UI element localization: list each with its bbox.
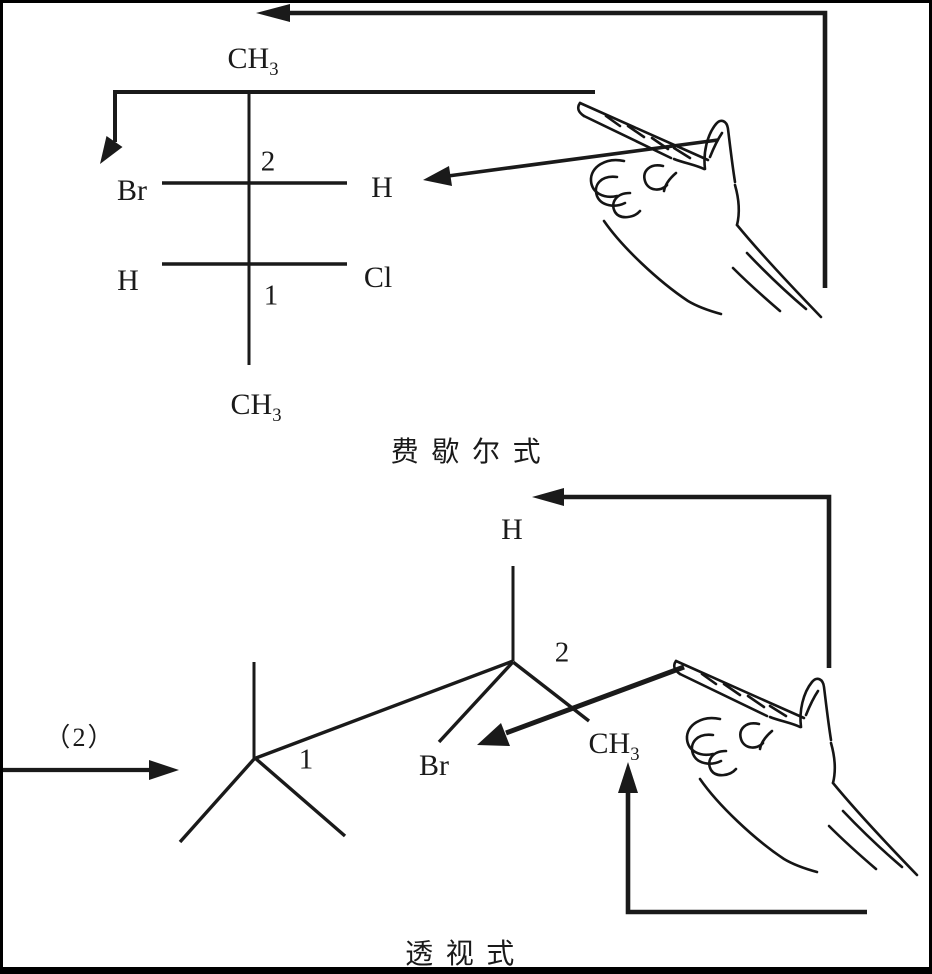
fischer-cl-label: Cl (363, 261, 393, 294)
fischer-caption: 费歇尔式 (390, 437, 554, 468)
border-right (929, 0, 932, 974)
c1-downleft-bond (178, 756, 257, 844)
fischer-h-right-label: H (371, 171, 393, 204)
perspective-c2-number: 2 (554, 636, 570, 669)
c2-ch3-bond (511, 660, 591, 723)
formula-subscript: 3 (272, 405, 282, 426)
perspective-h-label: H (501, 513, 523, 546)
hand-to-br-arrow (477, 664, 685, 746)
fischer-hook-line (113, 90, 595, 142)
fischer-c1-number: 1 (263, 279, 279, 312)
pointing-hand-icon (672, 659, 919, 877)
perspective-caption: 透视式 (405, 939, 527, 970)
border-left (0, 0, 3, 974)
perspective-ch3-label: CH3 (588, 727, 640, 764)
up-arrowhead (618, 762, 638, 793)
fischer-h-left-label: H (117, 264, 139, 297)
perspective-structure (178, 566, 591, 844)
pointing-hand-icon (576, 101, 823, 319)
top-return-arrowhead (256, 4, 290, 22)
c2-br-bond (437, 661, 514, 744)
hand-to-br-arrow-line (505, 664, 685, 736)
step2-label: （2） (44, 723, 116, 752)
border-top (0, 0, 932, 3)
fischer-br-label: Br (117, 174, 147, 207)
border-bottom (0, 967, 932, 974)
up-arrow-line (625, 790, 867, 915)
hand-to-h-arrow (423, 138, 719, 186)
step2-arrowhead (149, 760, 179, 780)
fischer-structure (162, 92, 347, 365)
fischer-hook-arrowhead (100, 136, 123, 164)
lower-return-arrowhead (532, 488, 564, 506)
perspective-br-label: Br (419, 749, 449, 782)
lower-return-arrow-line (562, 494, 832, 668)
fischer-top-group-label: CH3 (227, 42, 279, 79)
hand-to-h-arrowhead (423, 166, 452, 186)
hand-to-h-arrow-line (447, 138, 719, 178)
top-return-arrow-line (288, 10, 828, 288)
formula-base: CH (227, 42, 270, 75)
perspective-c1-number: 1 (298, 743, 314, 776)
c1-downright-bond (253, 756, 347, 838)
formula-base: CH (588, 727, 631, 760)
fischer-hook-arrow (100, 90, 595, 164)
hand-to-br-arrowhead (477, 723, 510, 746)
c1-c2-bond (255, 659, 514, 760)
fischer-bottom-group-label: CH3 (230, 388, 282, 425)
top-return-arrow (256, 4, 828, 288)
formula-base: CH (230, 388, 273, 421)
lower-return-arrow (532, 488, 832, 668)
formula-subscript: 3 (269, 59, 279, 80)
up-arrow (618, 762, 867, 915)
step2-arrow (3, 760, 179, 780)
formula-subscript: 3 (630, 744, 640, 765)
fischer-c2-number: 2 (260, 145, 276, 178)
